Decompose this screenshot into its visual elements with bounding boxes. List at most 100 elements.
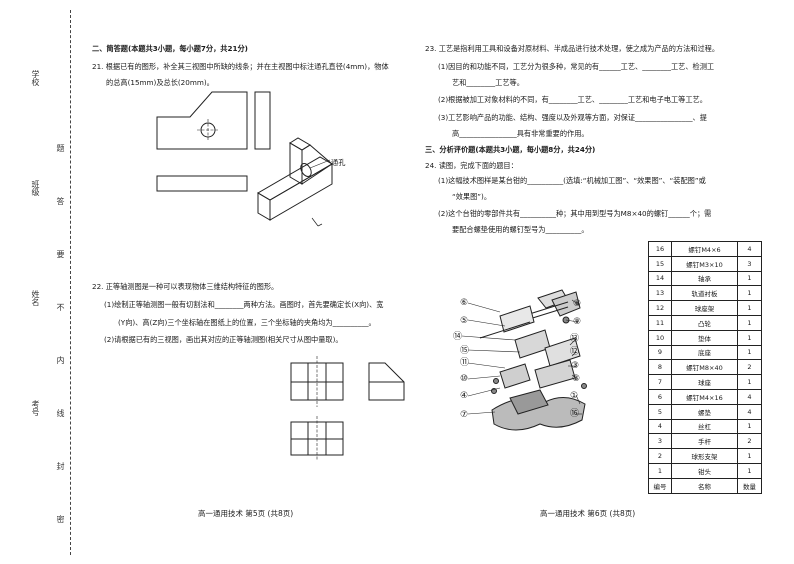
- part-balloon: ④: [460, 391, 469, 401]
- q24-sub1-line1: (1)这幅技术图样是某台钳的__________(选填:“机械加工图”、“效果图…: [438, 176, 706, 185]
- balloon-leaders: [461, 299, 582, 415]
- binding-seal-char: 要: [56, 250, 65, 258]
- table-cell: 1: [737, 329, 762, 346]
- table-cell: 球形支架: [671, 448, 738, 464]
- q24-sub2-line1: (2)这个台钳的零部件共有__________种；其中用到型号为M8×40的螺钉…: [438, 209, 712, 218]
- q21-isometric-view: [257, 137, 333, 227]
- part-balloon: ⑯: [570, 409, 580, 419]
- q23-sub2: (2)根据被加工对象材料的不同，有________工艺、________工艺和电…: [438, 95, 707, 104]
- table-cell: 9: [648, 344, 672, 361]
- q22-sub1-line1: (1)绘制正等轴测图一般有切割法和________两种方法。画图时，首先要确定长…: [104, 300, 384, 309]
- q23-sub3-line2: 高________________具有非常重要的作用。: [452, 129, 589, 138]
- table-cell: 12: [648, 300, 672, 316]
- part-balloon: ⑭: [453, 332, 463, 342]
- table-cell: 1: [737, 418, 762, 435]
- binding-label: 姓名: [31, 290, 40, 306]
- table-cell: 螺垫: [671, 403, 738, 420]
- table-cell: 8: [648, 359, 672, 376]
- left-footer: 高一通用技术 第5页 (共8页): [198, 509, 294, 518]
- binding-label: 考号: [31, 400, 40, 416]
- part-balloon: ⑦: [460, 410, 469, 420]
- table-cell: 1: [737, 270, 762, 287]
- table-cell: 螺钉M4×6: [671, 241, 738, 257]
- table-cell: 底座: [671, 344, 738, 361]
- table-cell: 1: [737, 285, 762, 302]
- part-balloon: ①: [570, 391, 579, 401]
- part-balloon: ②: [572, 374, 581, 384]
- q23-sub1-line2: 艺和________工艺等。: [452, 78, 524, 87]
- table-cell: 1: [737, 344, 762, 361]
- q24-line1: 24. 读图，完成下面的题目：: [425, 161, 518, 170]
- table-cell: 3: [737, 255, 762, 272]
- table-cell: 轴承: [671, 270, 738, 287]
- q23-line1: 23. 工艺是指利用工具和设备对原材料、半成品进行技术处理，使之成为产品的方法和…: [425, 44, 720, 53]
- table-cell: 1: [737, 300, 762, 316]
- table-cell: 1: [648, 462, 672, 479]
- table-cell: 2: [648, 448, 672, 464]
- table-cell: 7: [648, 374, 672, 390]
- table-cell: 球座: [671, 374, 738, 390]
- table-cell: 3: [648, 433, 672, 450]
- q22-line1: 22. 正等轴测图是一种可以表现物体三维结构特征的图形。: [92, 282, 279, 291]
- table-cell: 2: [737, 433, 762, 450]
- binding-seal-char: 线: [56, 409, 65, 417]
- q22-top-view: [290, 416, 344, 461]
- binding-seal-char: 题: [56, 144, 65, 152]
- q21-top-view: [156, 175, 248, 192]
- table-cell: 1: [737, 462, 762, 479]
- table-cell: 钳头: [671, 462, 738, 479]
- table-cell: 11: [648, 314, 672, 331]
- table-cell: 球座架: [671, 300, 738, 316]
- part-balloon: ③: [571, 361, 580, 371]
- table-cell: 轨道衬板: [671, 285, 738, 302]
- binding-seal-char: 密: [56, 515, 65, 523]
- table-cell: 数量: [737, 477, 762, 494]
- table-cell: 2: [737, 359, 762, 376]
- binding-seal-char: 封: [56, 462, 65, 470]
- part-balloon: ⑥: [460, 298, 469, 308]
- part-balloon: ⑫: [570, 347, 580, 357]
- part-balloon: ⑩: [460, 374, 469, 384]
- table-cell: 13: [648, 285, 672, 302]
- table-cell: 5: [648, 403, 672, 420]
- table-row: 编号名称数量: [648, 477, 762, 494]
- q21-front-view: [156, 91, 248, 150]
- table-cell: 丝杠: [671, 418, 738, 435]
- table-cell: 1: [737, 374, 762, 390]
- table-cell: 凸轮: [671, 314, 738, 331]
- q24-sub1-line2: “效果图”)。: [452, 192, 492, 201]
- q24-sub2-line2: 要配合螺垫使用的螺钉型号为__________。: [452, 225, 589, 234]
- q22-front-view: [290, 356, 344, 407]
- q23-sub3-line1: (3)工艺影响产品的功能、结构、强度以及外观等方面，对保证___________…: [438, 113, 707, 122]
- table-cell: 名称: [671, 477, 738, 494]
- binding-label: 学校: [31, 70, 40, 86]
- table-cell: 10: [648, 329, 672, 346]
- q22-sub2: (2)请根据已有的三视图，画出其对应的正等轴测图(相关尺寸从图中量取)。: [104, 335, 343, 344]
- q22-side-view: [368, 362, 405, 401]
- part-balloon: ⑨: [573, 317, 582, 327]
- table-cell: 4: [737, 241, 762, 257]
- q21-line2: 的总高(15mm)及总长(20mm)。: [106, 78, 214, 87]
- table-cell: 螺钉M4×16: [671, 388, 738, 405]
- binding-seal-char: 答: [56, 197, 65, 205]
- part-balloon: ⑤: [460, 316, 469, 326]
- table-cell: 垫体: [671, 329, 738, 346]
- part-balloon: ⑧: [573, 299, 582, 309]
- table-cell: 6: [648, 388, 672, 405]
- table-cell: 4: [737, 403, 762, 420]
- q23-sub1-line1: (1)因目的和功能不同，工艺分为很多种，常见的有______工艺、_______…: [438, 62, 715, 71]
- table-cell: 1: [737, 314, 762, 331]
